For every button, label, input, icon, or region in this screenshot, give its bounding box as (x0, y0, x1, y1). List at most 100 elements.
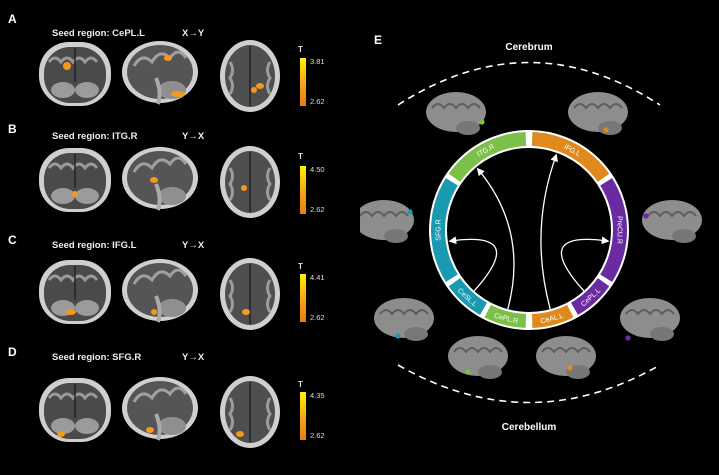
brainstem (154, 295, 162, 323)
cerebellum (158, 187, 186, 205)
cerebellum (650, 327, 674, 341)
activation-blob (150, 177, 158, 183)
arrow-cesl-l-to-sfg-r (448, 236, 498, 292)
arrow-cepl-r-to-itg-r (476, 167, 515, 310)
cerebellum-bracket (397, 364, 661, 404)
ring-segment-cepl-l (571, 278, 610, 315)
gyri (228, 167, 272, 201)
panel-d-tmin: 2.62 (310, 431, 325, 440)
panel-a-colorbar (300, 58, 306, 106)
panel-a-brain-slices (39, 40, 280, 112)
gyri (132, 50, 188, 67)
coronal-slice (39, 148, 111, 212)
panel-b-seed: Seed region: ITG.R (52, 131, 138, 142)
panel-e-label: E (374, 33, 382, 47)
panel-a-tmax: 3.81 (310, 57, 325, 66)
activation-blob (171, 91, 185, 97)
sagittal-slice (122, 377, 198, 441)
cerebellum (404, 327, 428, 341)
right-cerebellum (75, 300, 99, 316)
brain-render-icon (642, 200, 702, 243)
panel-c-tmin: 2.62 (310, 313, 325, 322)
sulci (379, 309, 429, 316)
region-marker (625, 335, 631, 341)
cerebellum (598, 121, 622, 135)
panel-c-colorbar (300, 274, 306, 322)
panel-c-label: C (8, 233, 17, 247)
gyri (47, 56, 99, 65)
gyri (132, 156, 188, 173)
activation-blob (66, 309, 76, 315)
ring-label: PreCU.R (616, 216, 623, 244)
activation-blob (164, 55, 172, 61)
activation-blob (151, 309, 157, 315)
panel-c-colorbar-title: T (298, 262, 303, 271)
panel-c-tmax: 4.41 (310, 273, 325, 282)
brainstem (154, 77, 162, 105)
axial-slice (220, 376, 280, 448)
panel-a-seed: Seed region: CePL.L (52, 28, 145, 39)
region-marker (479, 119, 485, 125)
coronal-slice (39, 260, 111, 324)
activation-blob (72, 191, 78, 197)
activation-blob (241, 185, 247, 191)
panel-b-brain-slices (39, 146, 280, 218)
panel-a-colorbar-title: T (298, 45, 303, 54)
panel-d-colorbar-title: T (298, 380, 303, 389)
brain-render-icon (426, 92, 486, 135)
sulci (431, 103, 481, 110)
brainstem (154, 413, 162, 441)
panel-a-label: A (8, 12, 17, 26)
panel-d-seed: Seed region: SFG.R (52, 352, 142, 363)
ring-segment-precu-r (600, 178, 627, 282)
activation-blob (57, 431, 65, 437)
brain-render-icon (360, 200, 414, 243)
cerebrum-bracket (397, 61, 661, 106)
panel-d-label: D (8, 345, 17, 359)
gyri (47, 392, 99, 401)
panel-c-brain-slices (39, 258, 280, 330)
region-marker (603, 127, 609, 133)
axial-slice (220, 258, 280, 330)
activation-blob (242, 309, 250, 315)
ring-segment-ceal-l (531, 304, 574, 328)
cerebellum (456, 121, 480, 135)
panel-c-seed: Seed region: IFG.L (52, 240, 137, 251)
panel-b-tmin: 2.62 (310, 205, 325, 214)
cerebellum (158, 299, 186, 317)
arrow-ceal-l-to-ifg-l (540, 153, 558, 310)
sagittal-slice (122, 147, 198, 211)
region-marker (465, 369, 471, 375)
panel-b-colorbar-title: T (298, 152, 303, 161)
ring-segment-cepl-r (484, 304, 527, 328)
ring-segment-ifg-l (531, 132, 610, 182)
left-cerebellum (51, 82, 75, 98)
region-marker (407, 209, 413, 215)
gyri (228, 397, 272, 431)
panel-b: B Seed region: ITG.R Y→X T 4.50 2.62 (0, 118, 360, 228)
brain-render-icon (620, 298, 680, 341)
activation-blob (63, 62, 71, 70)
panel-b-direction: Y→X (182, 131, 205, 142)
panel-d-direction: Y→X (182, 352, 205, 363)
gyri (132, 268, 188, 285)
ring-segment-cesl-l (448, 278, 487, 315)
panel-d-tmax: 4.35 (310, 391, 325, 400)
left-cerebellum (51, 418, 75, 434)
axial-slice (220, 40, 280, 112)
activation-blob (256, 83, 264, 89)
sulci (573, 103, 623, 110)
ring-segment-sfg-r (430, 178, 458, 282)
sulci (453, 347, 503, 354)
panel-b-tmax: 4.50 (310, 165, 325, 174)
panel-d-brain-slices (39, 376, 280, 448)
sulci (647, 211, 697, 218)
brain-render-icon (568, 92, 628, 135)
right-cerebellum (75, 188, 99, 204)
cerebrum-label: Cerebrum (505, 42, 552, 53)
gyri (228, 279, 272, 313)
gyri (132, 386, 188, 403)
right-cerebellum (75, 418, 99, 434)
